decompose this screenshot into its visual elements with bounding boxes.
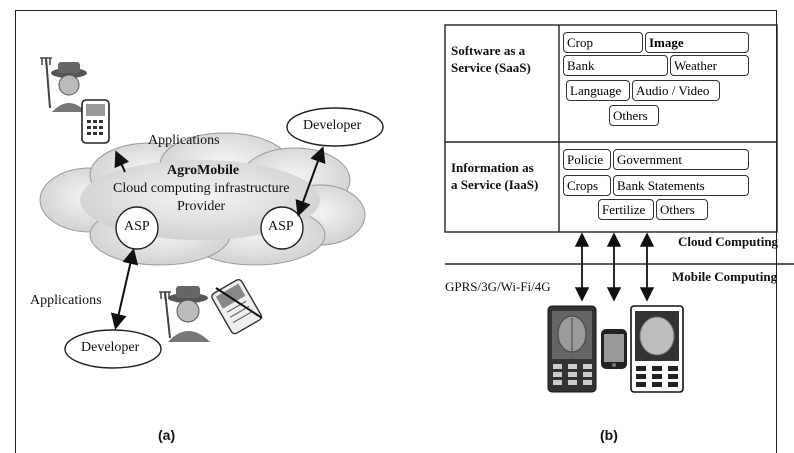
mobile-phone-icon	[81, 99, 110, 144]
network-label: GPRS/3G/Wi-Fi/4G	[445, 279, 551, 294]
iaas-item-bank-statements: Bank Statements	[613, 175, 749, 196]
cloud-line2: Cloud computing infrastructure	[113, 181, 290, 196]
smartphone-right-icon	[630, 305, 684, 393]
saas-item-image: Image	[645, 32, 749, 53]
iaas-line1: Information as	[451, 160, 534, 175]
saas-item-weather: Weather	[670, 55, 749, 76]
cloud-title: AgroMobile	[167, 163, 240, 178]
iaas-line2: a Service (IaaS)	[451, 177, 539, 192]
developer-top-ellipse	[286, 107, 384, 147]
smartphone-middle-icon	[601, 329, 627, 369]
iaas-item-policie: Policie	[563, 149, 611, 170]
panel-a-label: (a)	[158, 427, 176, 443]
saas-item-bank: Bank	[563, 55, 668, 76]
saas-item-crop: Crop	[563, 32, 643, 53]
frame-left-border	[15, 10, 16, 453]
saas-line2: Service (SaaS)	[451, 60, 531, 75]
developer-bottom-ellipse	[64, 329, 162, 369]
cloud-computing-label: Cloud Computing	[678, 234, 779, 249]
mobile-computing-label: Mobile Computing	[672, 269, 778, 284]
applications-left-label: Applications	[30, 293, 102, 308]
iaas-item-government: Government	[613, 149, 749, 170]
iaas-item-fertilize: Fertilize	[598, 199, 654, 220]
service-table	[444, 24, 778, 233]
farmer-bottom-icon	[159, 278, 263, 342]
frame-top-border	[15, 10, 777, 11]
saas-item-others: Others	[609, 105, 659, 126]
saas-item-audio-video: Audio / Video	[632, 80, 720, 101]
applications-top-label: Applications	[148, 133, 220, 148]
arrow-asp-developer-bottom	[110, 248, 139, 330]
arrow-asp-developer-top	[295, 146, 326, 217]
cloud-line3: Provider	[177, 199, 226, 214]
developer-top-label: Developer	[303, 118, 362, 133]
arrow-cloud-to-phone	[114, 150, 130, 173]
asp-right-label: ASP	[268, 219, 294, 234]
asp-left-label: ASP	[124, 219, 150, 234]
saas-item-language: Language	[566, 80, 630, 101]
panel-b-label: (b)	[600, 427, 618, 443]
farmer-top-icon	[40, 57, 87, 112]
iaas-item-crops: Crops	[563, 175, 611, 196]
developer-bottom-label: Developer	[81, 340, 140, 355]
asp-right-circle	[260, 206, 304, 250]
saas-line1: Software as a	[451, 43, 526, 58]
iaas-item-others: Others	[656, 199, 708, 220]
smartphone-left-icon	[547, 305, 597, 393]
